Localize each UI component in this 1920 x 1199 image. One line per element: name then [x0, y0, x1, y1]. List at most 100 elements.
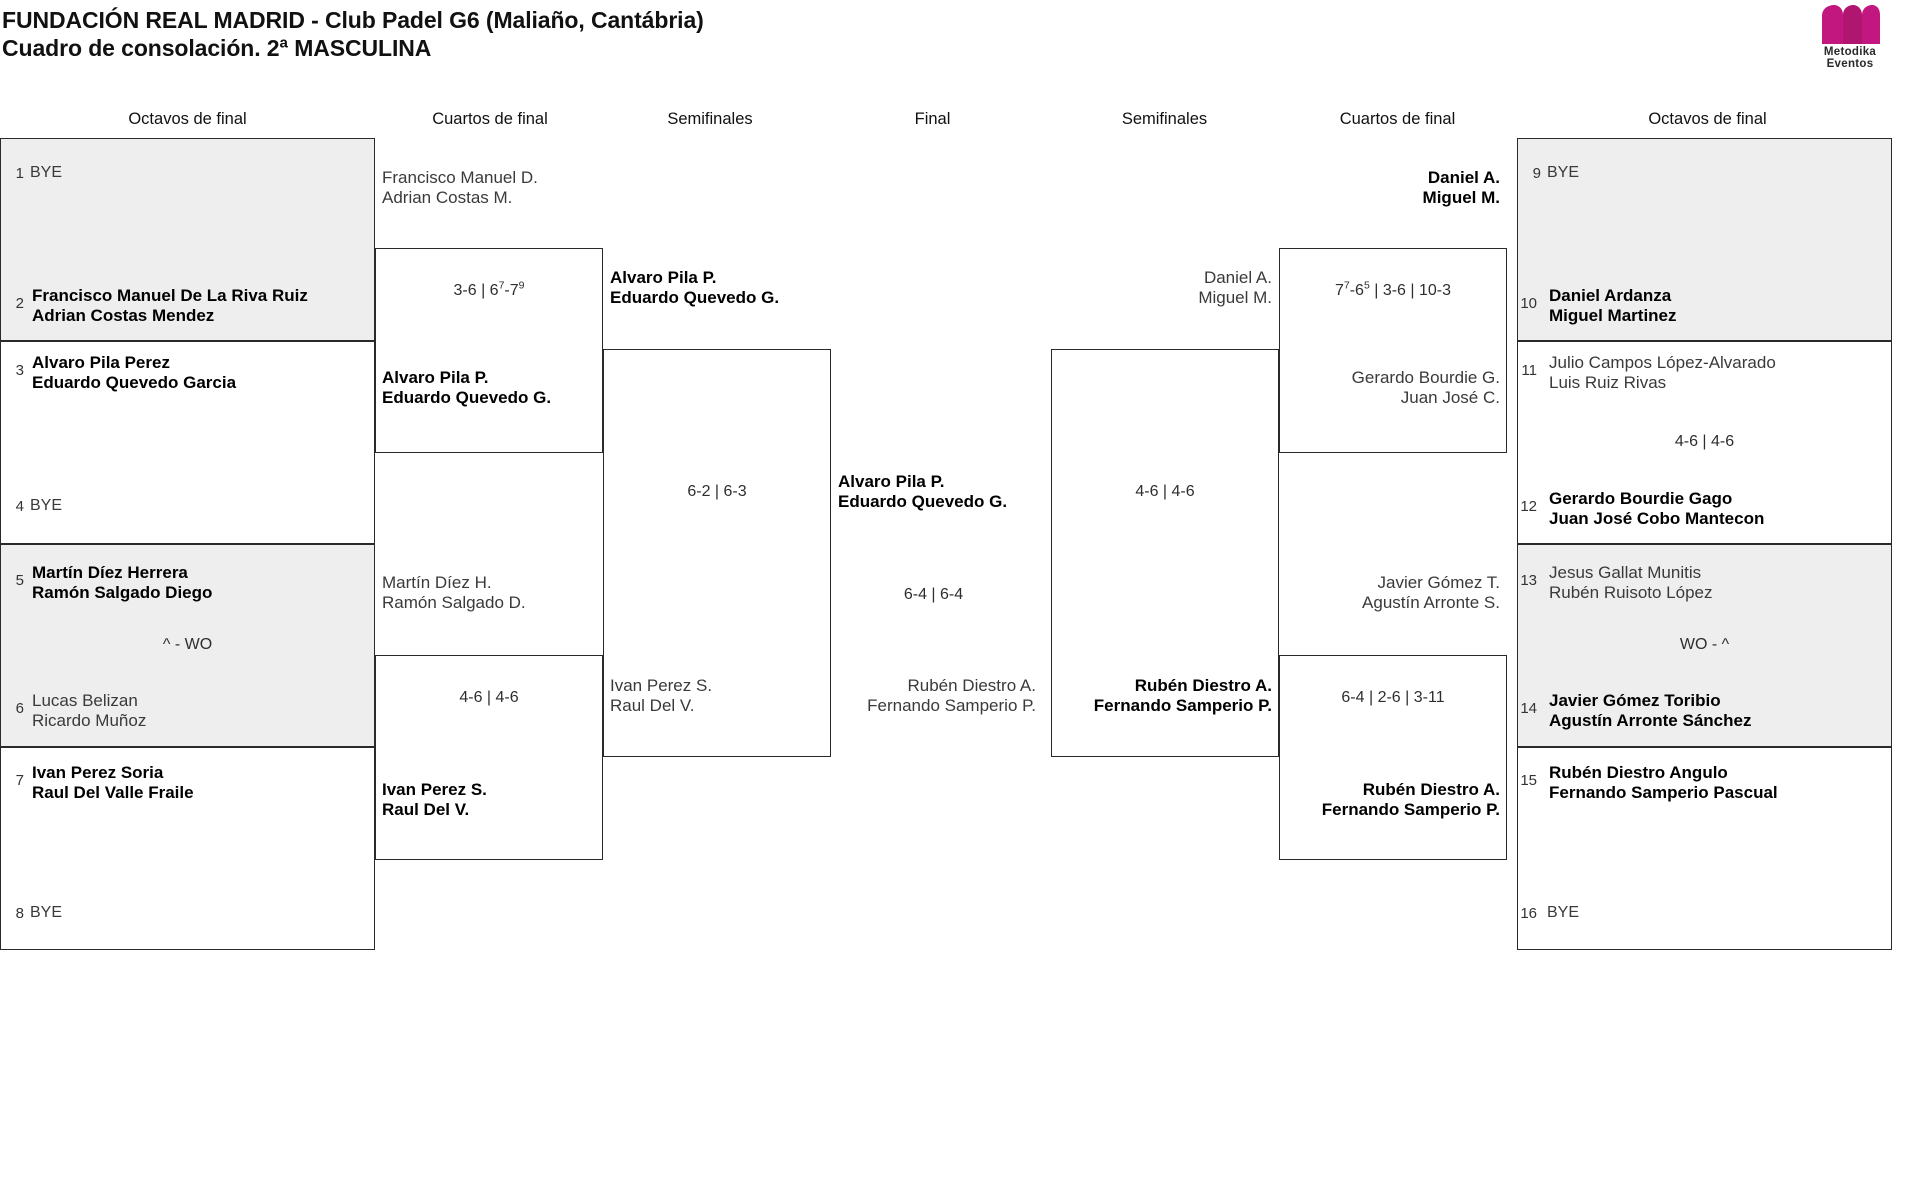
right-octavos-box-13-14[interactable]	[1517, 544, 1892, 747]
logo-text-line1: Metodika	[1823, 46, 1877, 58]
score-part-mid: -7	[504, 282, 519, 299]
player-name-2: Agustín Arronte Sánchez	[1549, 710, 1752, 730]
player-name-1: Gerardo Bourdie G.	[1351, 368, 1500, 387]
seed-number: 9	[1532, 165, 1541, 182]
player-pair: Ivan Perez Soria Raul Del Valle Fraile	[32, 763, 194, 802]
bye-label: BYE	[1547, 164, 1580, 181]
round-header-left-cuartos: Cuartos de final	[432, 110, 548, 128]
bye-label: BYE	[30, 904, 63, 921]
score-part-pre: 3-6 | 6	[453, 282, 499, 299]
score-tiebreak-2: 5	[1363, 279, 1370, 292]
right-octavos-box-11-12[interactable]	[1517, 341, 1892, 544]
player-name-2: Ricardo Muñoz	[32, 710, 147, 730]
score-part-pre: 7	[1334, 282, 1344, 299]
seed-number: 14	[1520, 700, 1537, 717]
player-pair: Francisco Manuel D. Adrian Costas M.	[382, 168, 538, 207]
left-octavos-box-5-6[interactable]	[0, 544, 375, 747]
player-name-1: Francisco Manuel D.	[382, 168, 538, 187]
player-name-1: Jesus Gallat Munitis	[1549, 563, 1702, 582]
player-name-2: Miguel M.	[1198, 287, 1272, 307]
round-header-right-semis: Semifinales	[1121, 110, 1208, 128]
match-score: 6-2 | 6-3	[687, 483, 747, 500]
player-name-2: Fernando Samperio P.	[867, 695, 1036, 715]
player-pair: Rubén Diestro A. Fernando Samperio P.	[786, 676, 1036, 715]
player-name-1: Alvaro Pila P.	[382, 368, 489, 387]
player-name-2: Eduardo Quevedo G.	[838, 491, 1008, 511]
player-name-1: Lucas Belizan	[32, 691, 138, 710]
player-name-2: Eduardo Quevedo G.	[382, 387, 552, 407]
bye-label: BYE	[30, 164, 63, 181]
player-pair: Daniel A. Miguel M.	[1051, 268, 1272, 307]
player-name-1: Daniel A.	[1427, 168, 1500, 187]
left-octavos-box-3-4[interactable]	[0, 341, 375, 544]
player-pair: Jesus Gallat Munitis Rubén Ruisoto López	[1549, 563, 1713, 602]
player-name-1: Ivan Perez S.	[610, 676, 713, 695]
player-name-2: Miguel Martinez	[1549, 305, 1677, 325]
round-header-right-cuartos: Cuartos de final	[1339, 110, 1456, 128]
seed-number: 11	[1521, 362, 1537, 379]
seed-number: 7	[15, 772, 24, 789]
player-name-2: Fernando Samperio P.	[1093, 695, 1272, 715]
player-name-2: Adrian Costas Mendez	[32, 305, 215, 325]
player-name-1: Rubén Diestro A.	[907, 676, 1036, 695]
page-title: FUNDACIÓN REAL MADRID - Club Padel G6 (M…	[2, 6, 704, 62]
match-score: 6-4 | 6-4	[903, 586, 964, 603]
player-name-2: Luis Ruiz Rivas	[1549, 372, 1667, 392]
left-octavos-box-1-2[interactable]	[0, 138, 375, 341]
player-name-2: Juan José C.	[1400, 387, 1500, 407]
player-name-2: Raul Del V.	[610, 695, 695, 715]
match-score: 4-6 | 4-6	[1674, 433, 1735, 450]
player-pair: Francisco Manuel De La Riva Ruiz Adrian …	[32, 286, 308, 325]
title-line-2: Cuadro de consolación. 2ª MASCULINA	[2, 35, 432, 61]
player-pair: Javier Gómez T. Agustín Arronte S.	[1279, 573, 1500, 612]
metodika-m-icon	[1822, 5, 1880, 44]
player-pair: Ivan Perez S. Raul Del V.	[382, 780, 487, 819]
bye-label: BYE	[30, 497, 63, 514]
player-name-2: Rubén Ruisoto López	[1549, 582, 1713, 602]
right-octavos-box-9-10[interactable]	[1517, 138, 1892, 341]
left-cuartos-box-bottom[interactable]	[375, 655, 603, 860]
right-cuartos-box-bottom[interactable]	[1279, 655, 1507, 860]
player-pair: Alvaro Pila P. Eduardo Quevedo G.	[610, 268, 779, 307]
player-name-1: Javier Gómez Toribio	[1549, 691, 1721, 710]
match-score: 77-65 | 3-6 | 10-3	[1279, 279, 1507, 300]
seed-number: 3	[15, 362, 24, 379]
player-pair: Julio Campos López-Alvarado Luis Ruiz Ri…	[1549, 353, 1776, 392]
right-cuartos-box-top[interactable]	[1279, 248, 1507, 453]
player-pair: Lucas Belizan Ricardo Muñoz	[32, 691, 146, 730]
match-score: 3-6 | 67-79	[375, 279, 603, 300]
player-name-1: Ivan Perez S.	[382, 780, 487, 799]
match-score: 4-6 | 4-6	[459, 689, 519, 706]
seed-number: 16	[1520, 905, 1537, 922]
score-tiebreak-1: 7	[498, 279, 505, 292]
player-pair: Ivan Perez S. Raul Del V.	[610, 676, 712, 715]
player-name-1: Rubén Diestro Angulo	[1549, 763, 1728, 782]
player-pair: Alvaro Pila P. Eduardo Quevedo G.	[838, 472, 1007, 511]
bye-label: BYE	[1547, 904, 1580, 921]
left-semis-box[interactable]	[603, 349, 831, 757]
right-semis-box[interactable]	[1051, 349, 1279, 757]
round-header-final: Final	[914, 110, 951, 128]
player-name-2: Eduardo Quevedo Garcia	[32, 372, 237, 392]
seed-number: 12	[1520, 498, 1537, 515]
player-name-1: Daniel Ardanza	[1549, 286, 1672, 305]
player-name-1: Daniel A.	[1203, 268, 1272, 287]
left-cuartos-box-top[interactable]	[375, 248, 603, 453]
right-octavos-box-15-16[interactable]	[1517, 747, 1892, 950]
match-score: 6-4 | 2-6 | 3-11	[1341, 689, 1445, 706]
player-name-1: Gerardo Bourdie Gago	[1549, 489, 1733, 508]
player-name-1: Alvaro Pila P.	[610, 268, 717, 287]
player-pair: Alvaro Pila Perez Eduardo Quevedo Garcia	[32, 353, 236, 392]
score-tiebreak-1: 7	[1343, 279, 1350, 292]
player-name-2: Agustín Arronte S.	[1362, 592, 1500, 612]
player-name-2: Fernando Samperio Pascual	[1549, 782, 1778, 802]
player-pair: Javier Gómez Toribio Agustín Arronte Sán…	[1549, 691, 1751, 730]
seed-number: 6	[15, 700, 24, 717]
player-name-1: Martín Díez Herrera	[32, 563, 188, 582]
player-pair: Alvaro Pila P. Eduardo Quevedo G.	[382, 368, 551, 407]
player-name-2: Juan José Cobo Mantecon	[1549, 508, 1765, 528]
round-header-right-octavos: Octavos de final	[1648, 110, 1767, 128]
metodika-eventos-logo: Metodika Eventos	[1794, 4, 1906, 70]
player-pair: Daniel A. Miguel M.	[1279, 168, 1500, 207]
left-octavos-box-7-8[interactable]	[0, 747, 375, 950]
